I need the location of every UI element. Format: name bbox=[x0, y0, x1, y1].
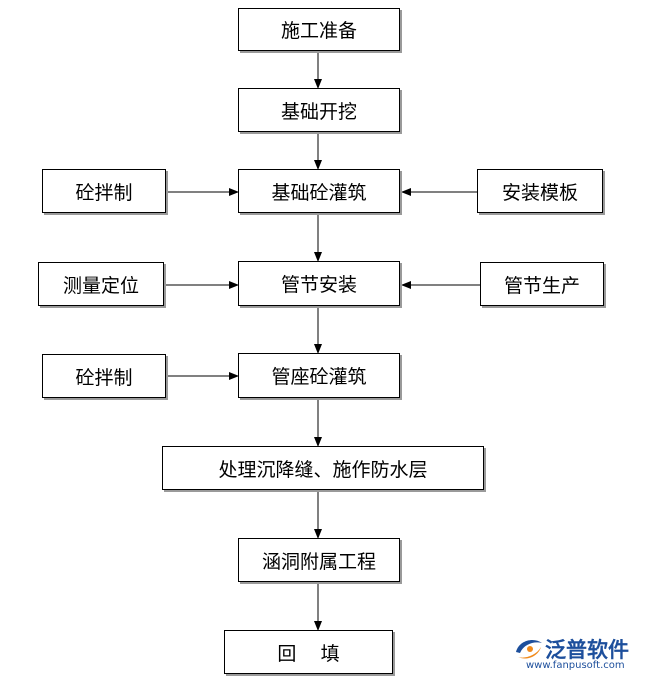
watermark-brand-name: 泛普软件 bbox=[545, 638, 629, 662]
box-foundation-concrete-pour: 基础砼灌筑 bbox=[238, 169, 400, 213]
box-pipe-section-install: 管节安装 bbox=[238, 261, 400, 306]
logo-mark-icon bbox=[516, 640, 542, 659]
box-install-formwork: 安装模板 bbox=[477, 169, 603, 213]
box-concrete-mixing-2: 砼拌制 bbox=[42, 354, 166, 398]
box-pipe-section-production: 管节生产 bbox=[480, 262, 604, 306]
box-survey-positioning: 测量定位 bbox=[38, 262, 164, 306]
watermark-logo: 泛普软件 www.fanpusoft.com bbox=[514, 632, 642, 678]
box-foundation-excavation: 基础开挖 bbox=[238, 88, 400, 132]
box-culvert-ancillary-works: 涵洞附属工程 bbox=[238, 538, 400, 582]
box-joint-waterproofing: 处理沉降缝、施作防水层 bbox=[162, 446, 484, 490]
box-concrete-mixing-1: 砼拌制 bbox=[42, 169, 166, 213]
box-pipe-seat-concrete-pour: 管座砼灌筑 bbox=[238, 353, 400, 398]
box-backfill: 回 填 bbox=[224, 630, 393, 674]
watermark-url: www.fanpusoft.com bbox=[526, 660, 625, 671]
box-construction-prep: 施工准备 bbox=[238, 8, 400, 51]
